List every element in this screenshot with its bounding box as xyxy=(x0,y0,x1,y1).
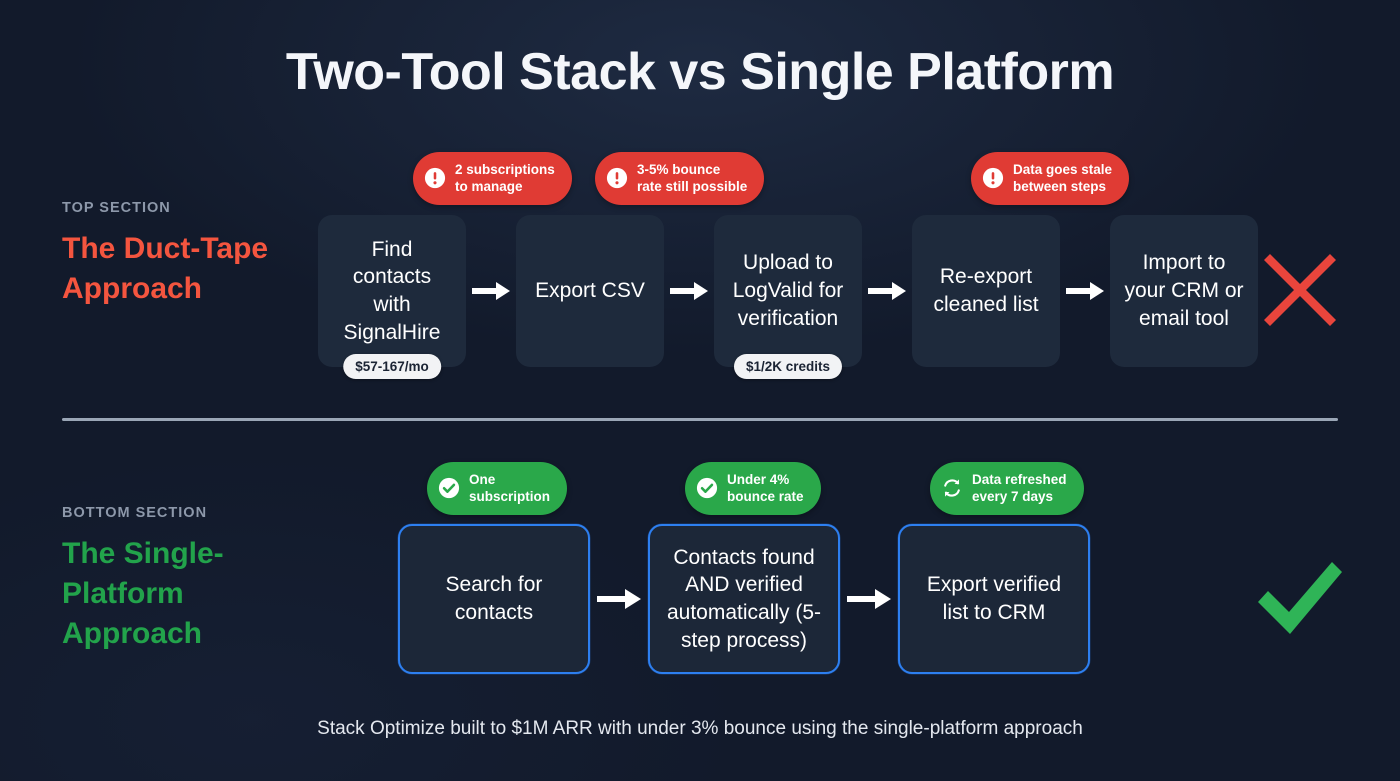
badge-label: Data goes stale between steps xyxy=(1013,162,1113,195)
check-circle-icon xyxy=(696,478,718,499)
badge-bounce-rate-possible: 3-5% bounce rate still possible xyxy=(595,152,765,205)
badge-under-4-bounce: Under 4% bounce rate xyxy=(685,462,821,515)
badge-one-subscription: One subscription xyxy=(427,462,568,515)
badge-label: Data refreshed every 7 days xyxy=(972,472,1067,505)
flow-step-export-csv[interactable]: Export CSV xyxy=(516,215,664,367)
badge-label: Under 4% bounce rate xyxy=(727,472,804,505)
price-pill-logvalid: $1/2K credits xyxy=(733,354,843,379)
top-flow-row: Find contacts with SignalHire $57-167/mo… xyxy=(318,215,1258,379)
arrow-right-icon-3 xyxy=(862,280,912,302)
flow-step-label: Find contacts with SignalHire xyxy=(343,237,441,344)
price-pill-signalhire: $57-167/mo xyxy=(343,354,441,379)
flow-step-search-contacts[interactable]: Search for contacts xyxy=(398,524,590,674)
badge-label: 3-5% bounce rate still possible xyxy=(637,162,748,195)
bottom-flow-row: Search for contacts Contacts found AND v… xyxy=(398,524,1090,674)
section-divider xyxy=(62,418,1338,421)
flow-step-label: Export CSV xyxy=(535,279,645,303)
alert-circle-icon xyxy=(982,168,1004,189)
arrow-right-icon-5 xyxy=(590,587,648,611)
x-mark-icon xyxy=(1264,254,1336,326)
badge-label: One subscription xyxy=(469,472,551,505)
refresh-icon xyxy=(944,479,960,497)
flow-step-label: Upload to LogValid for verification xyxy=(732,251,844,330)
footer-caption: Stack Optimize built to $1M ARR with und… xyxy=(317,718,1083,739)
badge-label: 2 subscriptions to manage xyxy=(455,162,555,195)
top-section-heading: The Duct-Tape Approach xyxy=(62,232,269,305)
badge-data-goes-stale: Data goes stale between steps xyxy=(971,152,1130,205)
bottom-section-kicker: BOTTOM SECTION xyxy=(62,505,208,521)
flow-step-reexport-cleaned[interactable]: Re-export cleaned list xyxy=(912,215,1060,367)
verdict-x-mark xyxy=(1258,248,1342,337)
alert-circle-icon xyxy=(424,168,446,189)
bottom-section-heading: The Single-Platform Approach xyxy=(62,537,224,650)
flow-step-upload-logvalid[interactable]: Upload to LogValid for verification $1/2… xyxy=(714,215,862,379)
flow-step-label: Export verified list to CRM xyxy=(926,573,1062,624)
arrow-right-icon-4 xyxy=(1060,280,1110,302)
verdict-check-mark xyxy=(1254,556,1346,645)
top-section-label: TOP SECTION The Duct-Tape Approach xyxy=(62,200,312,309)
flow-step-label: Import to your CRM or email tool xyxy=(1124,251,1244,330)
flow-step-find-contacts[interactable]: Find contacts with SignalHire $57-167/mo xyxy=(318,215,466,379)
top-section-kicker: TOP SECTION xyxy=(62,200,171,216)
arrow-right-icon-2 xyxy=(664,280,714,302)
badge-data-refreshed: Data refreshed every 7 days xyxy=(930,462,1084,515)
arrow-right-icon-1 xyxy=(466,280,516,302)
alert-circle-icon xyxy=(606,168,628,189)
flow-step-contacts-verified[interactable]: Contacts found AND verified automaticall… xyxy=(648,524,840,674)
flow-step-label: Re-export cleaned list xyxy=(933,265,1039,316)
check-mark-icon xyxy=(1258,562,1342,634)
arrow-right-icon-6 xyxy=(840,587,898,611)
flow-step-export-verified-crm[interactable]: Export verified list to CRM xyxy=(898,524,1090,674)
flow-step-label: Contacts found AND verified automaticall… xyxy=(666,545,822,652)
flow-step-label: Search for contacts xyxy=(445,573,543,624)
bottom-section-label: BOTTOM SECTION The Single-Platform Appro… xyxy=(62,505,312,654)
badge-two-subscriptions: 2 subscriptions to manage xyxy=(413,152,572,205)
flow-step-import-crm[interactable]: Import to your CRM or email tool xyxy=(1110,215,1258,367)
check-circle-icon xyxy=(438,478,460,499)
page-title: Two-Tool Stack vs Single Platform xyxy=(285,43,1115,101)
